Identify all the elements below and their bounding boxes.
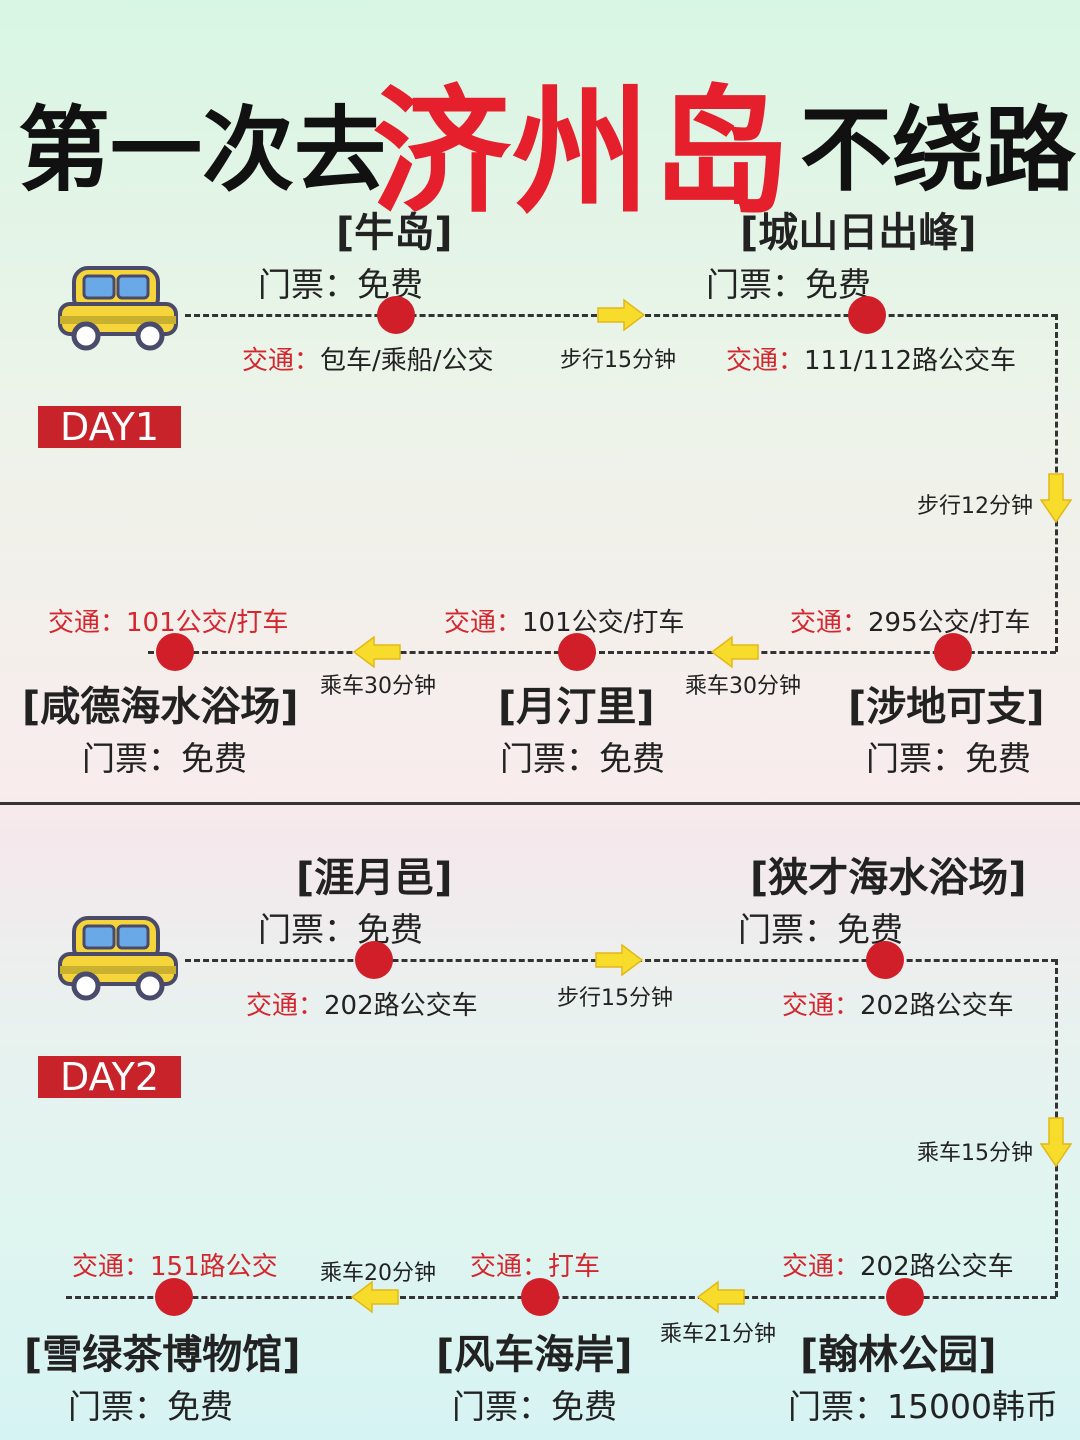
page-title: 第一次去 济州岛 不绕路 <box>0 18 1080 233</box>
move-time: 乘车20分钟 <box>320 1261 436 1286</box>
spot-transport: 交通：111/112路公交车 <box>726 346 1017 376</box>
spot-name: [风车海岸] <box>436 1332 633 1378</box>
spot-transport: 交通：202路公交车 <box>246 991 478 1021</box>
route-line-bottom <box>148 651 1056 654</box>
arrow-down-icon <box>1039 473 1073 524</box>
spot-name: [咸德海水浴场] <box>22 684 299 730</box>
arrow-right-icon <box>597 298 646 332</box>
spot-name: [城山日出峰] <box>740 210 977 256</box>
route-line-bottom <box>66 1296 1056 1299</box>
arrow-left-icon <box>710 635 759 669</box>
arrow-left-icon <box>352 635 401 669</box>
spot-name: [涉地可支] <box>848 684 1045 730</box>
spot-ticket: 门票：免费 <box>258 910 423 949</box>
spot-name: [翰林公园] <box>800 1332 997 1378</box>
move-time: 步行15分钟 <box>560 348 676 373</box>
spot-transport: 交通：295公交/打车 <box>790 608 1031 638</box>
spot-marker <box>377 296 415 334</box>
day-badge: DAY1 <box>38 406 182 448</box>
arrow-left-icon <box>350 1280 399 1314</box>
spot-marker <box>848 296 886 334</box>
car-icon <box>58 266 178 351</box>
spot-transport: 交通：202路公交车 <box>782 991 1014 1021</box>
spot-name: [月汀里] <box>498 684 655 730</box>
car-icon <box>58 916 178 1001</box>
spot-transport: 交通：打车 <box>470 1252 601 1282</box>
move-time: 乘车21分钟 <box>660 1322 776 1347</box>
move-time: 步行15分钟 <box>557 986 673 1011</box>
title-highlight: 济州岛 <box>372 72 793 233</box>
spot-ticket: 门票：免费 <box>706 265 871 304</box>
arrow-down-icon <box>1039 1117 1073 1168</box>
spot-marker <box>886 1278 924 1316</box>
spot-ticket: 门票：免费 <box>500 739 665 778</box>
spot-ticket: 门票：免费 <box>68 1387 233 1426</box>
spot-transport: 交通：202路公交车 <box>782 1252 1014 1282</box>
spot-marker <box>355 941 393 979</box>
arrow-left-icon <box>696 1280 745 1314</box>
spot-name: [涯月邑] <box>296 855 453 901</box>
spot-name: [狭才海水浴场] <box>750 855 1027 901</box>
spot-marker <box>521 1278 559 1316</box>
spot-transport: 交通：101公交/打车 <box>48 608 289 638</box>
day-badge: DAY2 <box>38 1056 182 1098</box>
spot-ticket: 门票：15000韩币 <box>788 1387 1058 1426</box>
move-time: 乘车30分钟 <box>320 674 436 699</box>
spot-marker <box>866 941 904 979</box>
spot-transport: 交通：101公交/打车 <box>444 608 685 638</box>
arrow-right-icon <box>595 943 644 977</box>
section-divider <box>0 802 1080 805</box>
title-part1: 第一次去 <box>18 97 387 204</box>
title-part3: 不绕路 <box>800 97 1077 204</box>
move-time: 乘车15分钟 <box>917 1141 1033 1166</box>
spot-marker <box>558 633 596 671</box>
move-time: 步行12分钟 <box>917 494 1033 519</box>
spot-transport: 交通：151路公交 <box>72 1252 278 1282</box>
spot-ticket: 门票：免费 <box>452 1387 617 1426</box>
spot-marker <box>156 633 194 671</box>
spot-ticket: 门票：免费 <box>82 739 247 778</box>
spot-marker <box>934 633 972 671</box>
spot-name: [牛岛] <box>336 210 453 256</box>
spot-ticket: 门票：免费 <box>866 739 1031 778</box>
move-time: 乘车30分钟 <box>685 674 801 699</box>
spot-name: [雪绿茶博物馆] <box>24 1332 301 1378</box>
spot-transport: 交通：包车/乘船/公交 <box>242 346 494 376</box>
spot-marker <box>155 1278 193 1316</box>
